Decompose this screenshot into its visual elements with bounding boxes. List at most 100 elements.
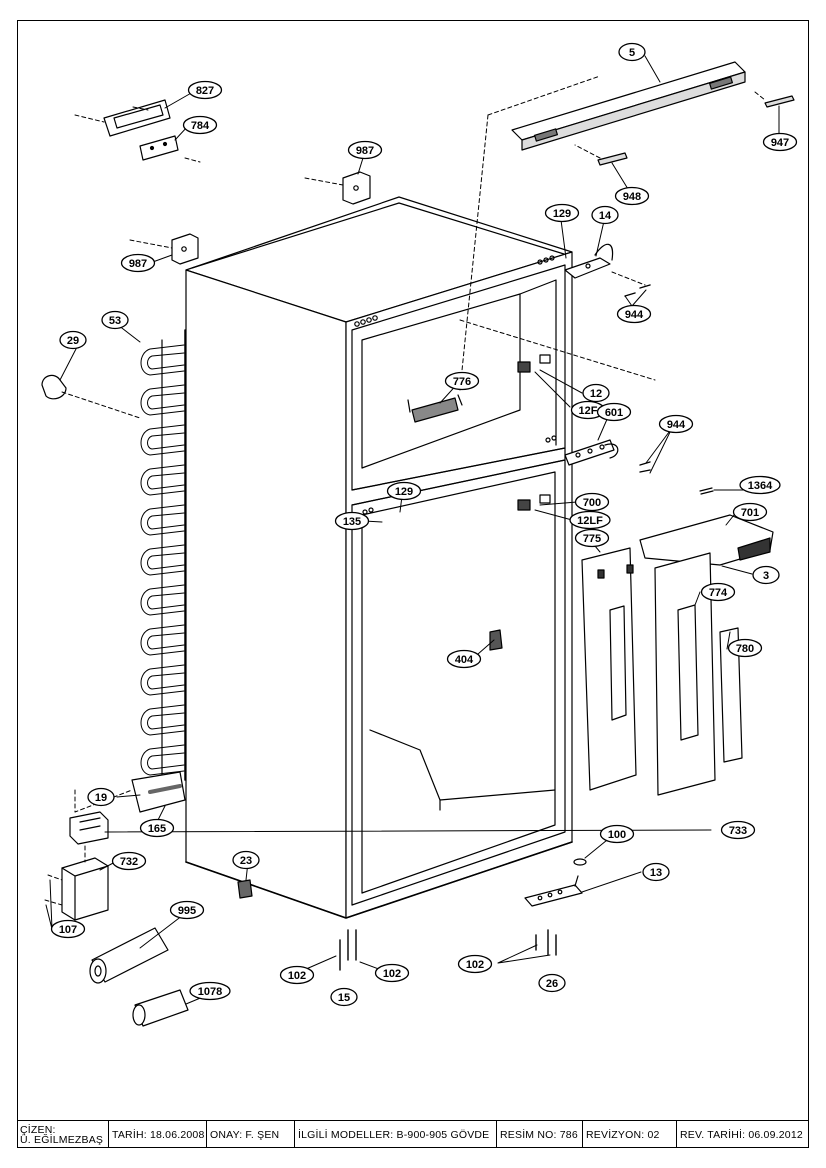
callout-label: 12 [590, 388, 602, 400]
callout-bubble [574, 492, 610, 512]
callout-c19: 19 [87, 787, 115, 807]
coil-loop [140, 424, 185, 456]
coil-loop [140, 384, 185, 416]
callout-bubble [752, 565, 780, 585]
callout-bubble [169, 900, 205, 920]
coil-loop-inner [147, 472, 185, 490]
callout-label: 780 [736, 643, 754, 655]
coil-loop [140, 624, 185, 656]
callout-bubble [182, 115, 218, 135]
title-block: ÇİZEN: Ü. EĞİLMEZBAŞ TARİH: 18.06.2008 O… [17, 1120, 809, 1148]
callout-bubble [732, 502, 768, 522]
callout-c165: 165 [139, 818, 175, 838]
callout-label: 601 [605, 407, 623, 419]
coil-loop [140, 504, 185, 536]
callout-bubble [457, 954, 493, 974]
condenser-coil [140, 329, 186, 786]
exploded-parts-diagram: 58277849879879479481291494453297761212F6… [41, 42, 798, 1027]
drain-tray-19 [131, 771, 186, 813]
callout-label: 165 [148, 823, 166, 835]
relay-733 [69, 811, 109, 845]
callout-c26: 26 [538, 973, 566, 993]
panel-774 [654, 552, 716, 796]
callout-c947: 947 [762, 132, 798, 152]
callout-label: 995 [178, 905, 196, 917]
callout-bubble [582, 383, 610, 403]
callout-bubble [347, 140, 383, 160]
drawing-no-cell: RESİM NO: 786 [497, 1121, 583, 1148]
callout-label: 987 [356, 145, 374, 157]
screws [339, 284, 651, 971]
coil-loop-inner [147, 432, 185, 450]
coil-loop [140, 344, 185, 376]
coil-loop-inner [147, 392, 185, 410]
callout-bubble [111, 851, 147, 871]
callout-label: 102 [466, 959, 484, 971]
revision-cell: REVİZYON: 02 [583, 1121, 677, 1148]
callout-label: 774 [709, 587, 728, 599]
callout-c701: 701 [732, 502, 768, 522]
callout-c944a: 944 [616, 304, 652, 324]
plate-784 [139, 135, 179, 161]
callout-c107: 107 [50, 919, 86, 939]
callout-bubble [59, 330, 87, 350]
callout-label: 404 [455, 654, 474, 666]
plug-29 [41, 374, 67, 400]
callout-bubble [187, 80, 223, 100]
strip-780 [719, 627, 743, 763]
callout-label: 15 [338, 992, 350, 1004]
callout-c13: 13 [642, 862, 670, 882]
callout-label: 19 [95, 792, 107, 804]
foam-roll-995 [89, 927, 169, 984]
coil-loop-inner [147, 352, 185, 370]
callout-bubble [189, 981, 231, 1001]
callout-bubble [120, 253, 156, 273]
callout-bubble [538, 973, 566, 993]
bracket-987-left [171, 233, 199, 265]
callout-bubble [374, 963, 410, 983]
callout-label: 700 [583, 497, 601, 509]
coil-loop-inner [147, 592, 185, 610]
coil-loop-inner [147, 552, 185, 570]
callout-bubble [50, 919, 86, 939]
callout-bubble [386, 481, 422, 501]
callout-label: 129 [395, 486, 413, 498]
callout-c700: 700 [574, 492, 610, 512]
callout-label: 776 [453, 376, 471, 388]
callout-c1364: 1364 [739, 475, 781, 495]
coil-loop-inner [147, 752, 185, 770]
callout-bubble [720, 820, 756, 840]
callout-bubble [618, 42, 646, 62]
related-models: İLGİLİ MODELLER: B-900-905 GÖVDE [298, 1128, 490, 1141]
coil-loop [140, 544, 185, 576]
drawer-label: ÇİZEN: [20, 1123, 56, 1136]
callout-bubble [544, 203, 580, 223]
callout-c784: 784 [182, 115, 218, 135]
callout-label: 775 [583, 533, 601, 545]
callout-label: 948 [623, 191, 641, 203]
callout-c100: 100 [599, 824, 635, 844]
callout-c944b: 944 [658, 414, 694, 434]
callout-label: 733 [729, 825, 747, 837]
callout-bubble [444, 371, 480, 391]
callout-bubble [616, 304, 652, 324]
dashed-leaders [44, 75, 766, 906]
callout-bubble [101, 310, 129, 330]
callout-bubble [762, 132, 798, 152]
callout-c776: 776 [444, 371, 480, 391]
callout-label: 3 [763, 570, 769, 582]
callout-label: 947 [771, 137, 789, 149]
coil-loop [140, 584, 185, 616]
callout-label: 53 [109, 315, 121, 327]
lamp-cover-701 [639, 514, 774, 566]
callout-bubble [330, 987, 358, 1007]
callout-c995: 995 [169, 900, 205, 920]
callout-label: 13 [650, 867, 662, 879]
callout-label: 14 [599, 210, 612, 222]
callout-label: 732 [120, 856, 138, 868]
top-hinge-cover [511, 61, 746, 151]
callout-c775: 775 [574, 528, 610, 548]
callout-c732: 732 [111, 851, 147, 871]
callout-c102a: 102 [279, 965, 315, 985]
callout-c12: 12 [582, 383, 610, 403]
